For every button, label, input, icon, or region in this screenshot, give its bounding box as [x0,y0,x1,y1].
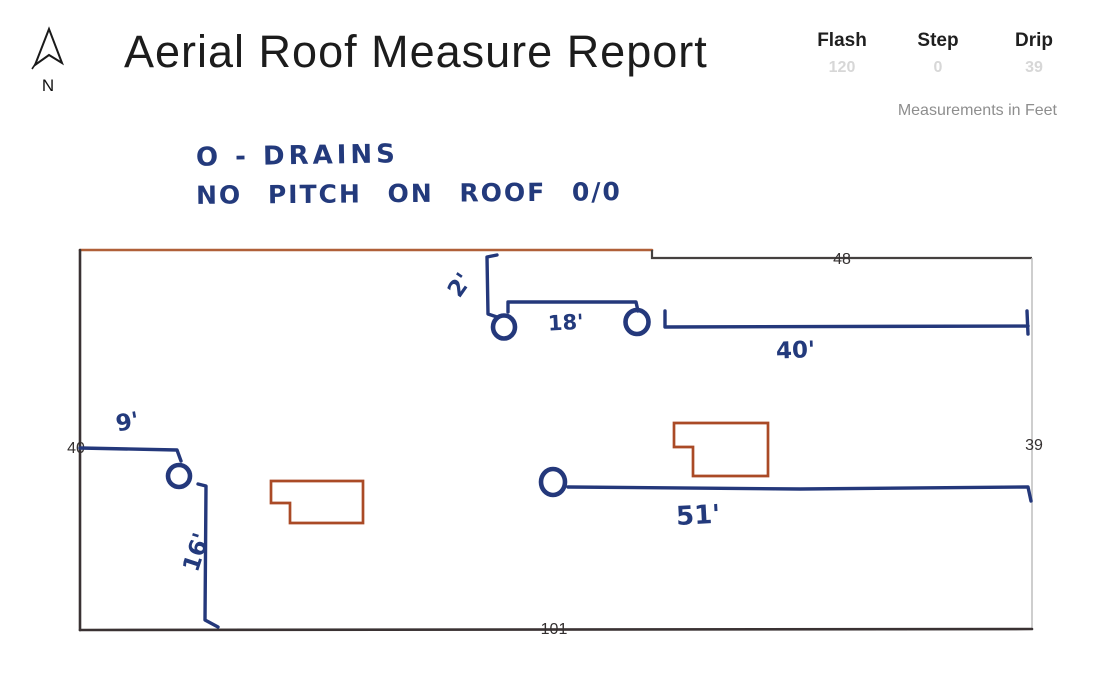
stat-flash: Flash 120 [812,30,872,77]
drain-icon-1 [490,313,518,341]
north-arrow-compass: N [31,26,64,95]
roof-edge-top-step [650,250,1032,260]
edge-dimension-bottom: 101 [541,621,568,638]
label-left-inset: 9' [114,408,141,438]
label-left-drop: 16' [179,530,216,575]
left-drop-line [196,482,220,629]
rooftop-unit-right [672,421,770,478]
units-note: Measurements in Feet [897,102,1057,119]
label-drain-spacing: 18' [547,310,584,336]
stat-drip: Drip 39 [1004,30,1064,77]
edge-dimension-right: 39 [1025,437,1043,454]
edge-dimension-left: 40 [67,440,85,457]
stat-flash-label: Flash [817,30,867,51]
north-arrow-tail [31,62,37,70]
drain-icon-2 [623,307,651,337]
roof-stats: Flash 120 Step 0 Drip 39 [812,30,1064,77]
stat-step: Step 0 [908,30,968,77]
rooftop-unit-left [269,479,365,525]
stat-drip-value: 39 [1025,59,1043,76]
stat-flash-value: 120 [828,59,856,76]
left-inset-line [78,446,183,463]
label-upper-run: 40' [776,337,816,364]
drain-spacing-line [506,300,640,314]
drain-icon-4 [538,466,568,498]
label-parapet-step: 2' [443,269,478,303]
compass-north-label: N [42,76,54,95]
stat-step-label: Step [917,30,959,51]
edge-dimension-top: 48 [833,251,851,268]
stat-step-value: 0 [933,59,943,76]
label-lower-run: 51' [675,500,721,532]
roof-edge-bottom [78,627,1034,632]
north-arrow-icon [32,26,64,68]
parapet-step-bracket [485,253,499,319]
lower-run-line [566,485,1033,503]
upper-run-line [663,309,1030,336]
page-title: Aerial Roof Measure Report [124,26,708,77]
stat-drip-label: Drip [1015,30,1053,51]
drain-icon-3 [165,462,193,490]
